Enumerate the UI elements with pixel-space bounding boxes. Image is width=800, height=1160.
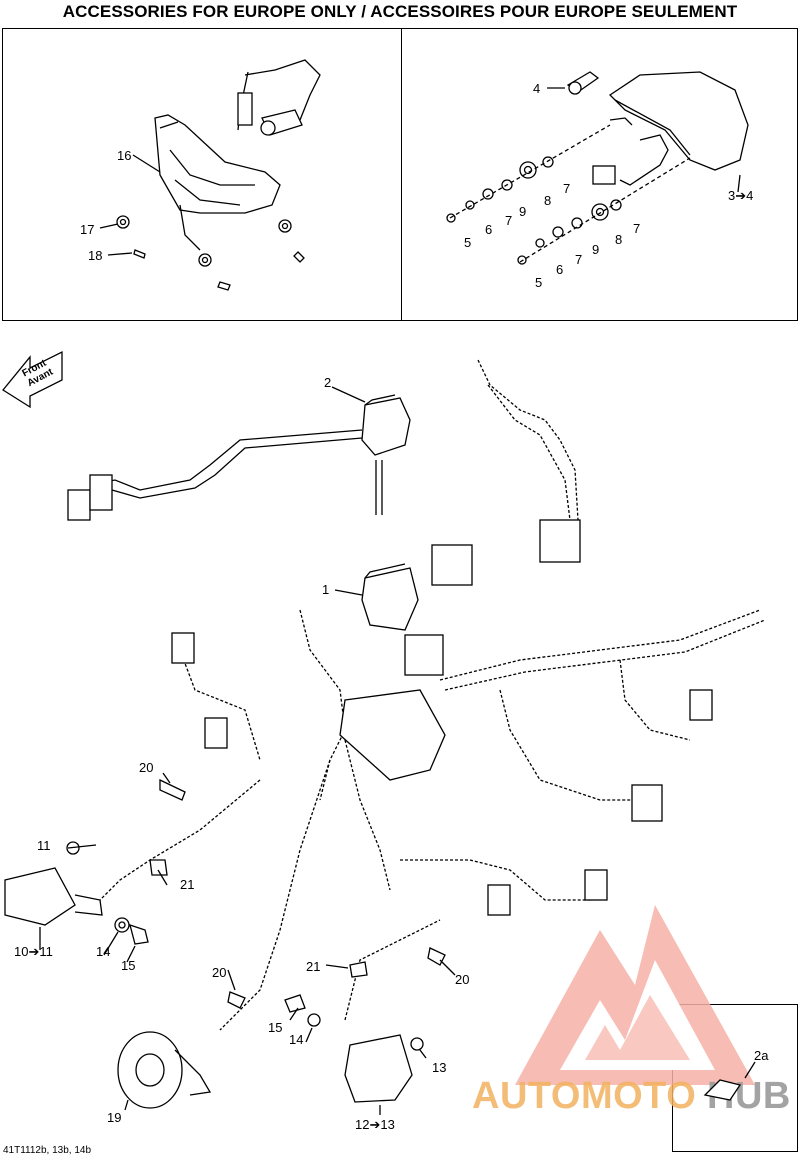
label-2: 2 — [324, 375, 332, 390]
label-6-b: 6 — [556, 262, 564, 277]
label-15-b: 15 — [268, 1020, 283, 1035]
tail-light-drawing — [446, 71, 749, 265]
label-7-a: 7 — [563, 181, 571, 196]
label-21-b: 21 — [306, 959, 321, 974]
label-16: 16 — [117, 148, 132, 163]
label-17: 17 — [80, 222, 95, 237]
label-18: 18 — [88, 248, 103, 263]
label-10-to-11: 10➔11 — [14, 944, 53, 959]
harness-connectors — [171, 519, 713, 916]
label-20-a: 20 — [139, 760, 154, 775]
wiring-harness-drawing — [99, 359, 766, 1031]
label-7-b: 7 — [505, 213, 513, 228]
detail-2a-drawing — [703, 1061, 756, 1101]
horn-drawing — [117, 991, 246, 1111]
accessory-panel-taillight — [401, 28, 798, 321]
label-7-d: 7 — [575, 252, 583, 267]
label-13: 13 — [432, 1060, 447, 1075]
label-14-b: 14 — [289, 1032, 304, 1047]
label-5-a: 5 — [464, 235, 472, 250]
label-20-c: 20 — [455, 972, 470, 987]
label-6-a: 6 — [485, 222, 493, 237]
label-4: 4 — [533, 81, 541, 96]
label-9-b: 9 — [592, 242, 600, 257]
label-7-c: 7 — [633, 221, 641, 236]
label-12-to-13: 12➔13 — [355, 1117, 395, 1132]
handlebar-switch-drawing — [67, 386, 411, 521]
label-9-a: 9 — [519, 204, 527, 219]
label-3-to-4: 3➔4 — [728, 188, 754, 203]
label-15-a: 15 — [121, 958, 136, 973]
label-8-b: 8 — [615, 232, 623, 247]
front-arrow-icon — [2, 350, 63, 409]
reference-code: 41T1112b, 13b, 14b — [3, 1145, 92, 1156]
label-1: 1 — [322, 582, 330, 597]
turn-signal-right-drawing — [284, 947, 446, 1115]
page-title: ACCESSORIES FOR EUROPE ONLY / ACCESSOIRE… — [62, 2, 738, 21]
label-20-b: 20 — [212, 965, 227, 980]
relay-drawing — [334, 563, 419, 631]
label-19: 19 — [107, 1110, 122, 1125]
label-2a: 2a — [754, 1048, 769, 1063]
label-5-b: 5 — [535, 275, 543, 290]
turn-signal-left-drawing — [4, 778, 186, 950]
auxiliary-headlight-drawing — [116, 59, 321, 291]
label-11: 11 — [37, 838, 51, 853]
watermark-text-automoto: AUTOMOTO — [472, 1075, 697, 1117]
label-21-a: 21 — [180, 877, 195, 892]
label-14-a: 14 — [96, 944, 111, 959]
label-8-a: 8 — [544, 193, 552, 208]
